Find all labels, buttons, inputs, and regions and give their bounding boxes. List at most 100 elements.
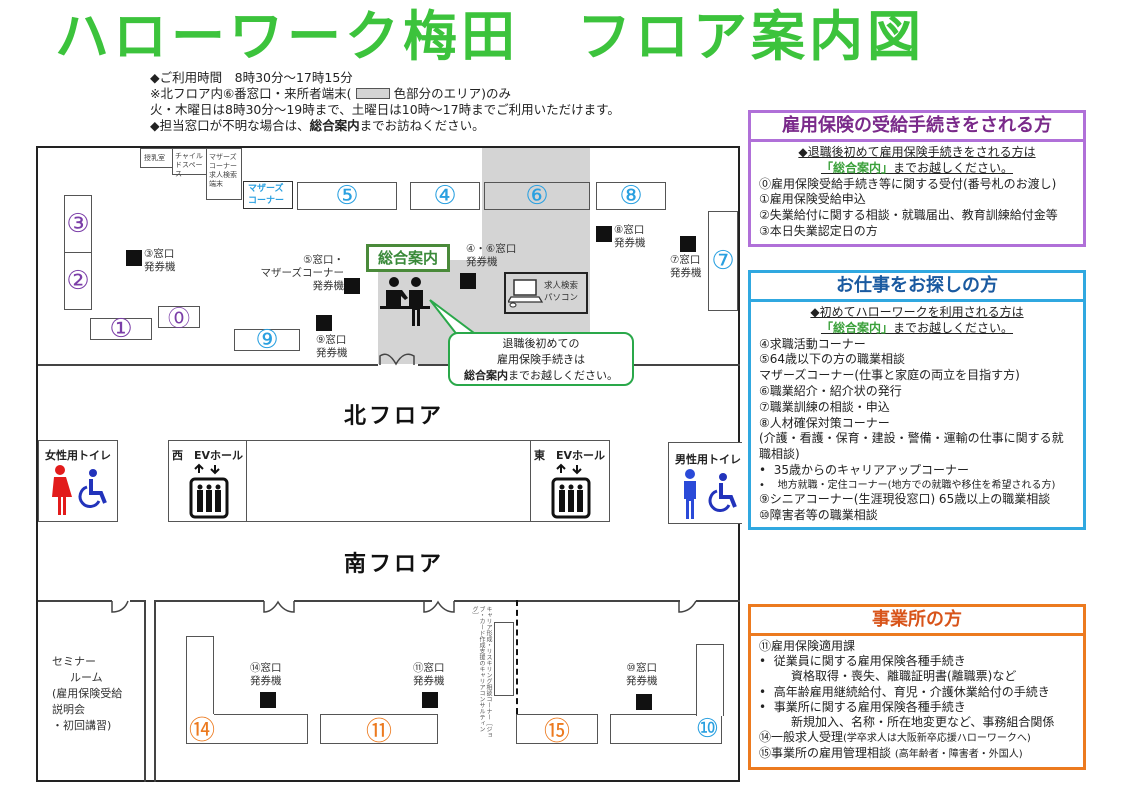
employer-bullet: • 従業員に関する雇用保険各種手続き [759, 654, 966, 669]
counter-7: ⑦ [708, 211, 738, 311]
job-item: マザーズコーナー(仕事と家庭の両立を目指す方) [759, 368, 1020, 383]
job-notice: ◆初めてハローワークを利用される方は [810, 305, 1024, 319]
ticket-machine-11[interactable] [422, 692, 438, 708]
north-floor-label: 北フロア [344, 404, 445, 429]
child-space-label: チャイルドスペース [175, 152, 203, 178]
north-wall-mid [418, 364, 448, 366]
info-desk-sign[interactable]: 総合案内 [366, 244, 450, 272]
counter-14: ⑭ [186, 714, 308, 746]
office-wall [154, 600, 156, 782]
west-ev-label: 西 EVホール [172, 449, 244, 462]
career-corner [494, 622, 514, 696]
ticket-machine-10[interactable] [636, 694, 652, 710]
nursing-room: 授乳室 [140, 148, 174, 168]
ticket-machine-8[interactable] [596, 226, 612, 242]
mothers-terminal-label: マザーズコーナー求人検索端末 [209, 153, 237, 188]
counter-15: ⑮ [516, 714, 598, 747]
job-item: ⑩障害者等の職業相談 [759, 507, 878, 522]
callout-line-1: 退職後初めての [502, 337, 580, 350]
employer-sub: 新規加入、名称・所在地変更など、事務組合関係 [791, 715, 1055, 730]
counter-10: ⑩ [610, 714, 722, 744]
job-bullet: • 35歳からのキャリアアップコーナー [759, 462, 969, 477]
ticket-machine-3[interactable] [126, 250, 142, 266]
mothers-corner-label: マザーズコーナー [248, 184, 285, 206]
pc-label-1: 求人検索 [544, 281, 579, 291]
page-title: ハローワーク梅田 フロア案内図 [55, 5, 925, 68]
ticket-label-14: ⑭窓口発券機 [250, 662, 282, 687]
employers-body: ⑪雇用保険適用課 • 従業員に関する雇用保険各種手続き 資格取得・喪失、離職証明… [748, 636, 1086, 770]
nursing-room-label: 授乳室 [144, 154, 165, 162]
north-hours-note: ※北フロア内⑥番窓口・来所者端末(色部分のエリア)のみ [150, 86, 511, 102]
ticket-machine-9[interactable] [316, 315, 332, 331]
seminar-wall [144, 600, 146, 782]
south-door-3[interactable] [678, 600, 698, 614]
ticket-label-3: ③窓口発券機 [144, 248, 176, 273]
ticket-label-5: ⑤窓口・マザーズコーナー発券機 [260, 254, 344, 292]
callout-line-2: 雇用保険手続きは [497, 353, 585, 366]
south-wall-seg [38, 600, 112, 602]
gray-area-swatch [355, 88, 390, 99]
women-toilet-label: 女性用トイレ [45, 449, 111, 462]
west-ev-hall: 西 EVホール [168, 440, 248, 522]
ticket-machine-14[interactable] [260, 692, 276, 708]
south-door-2[interactable] [422, 600, 456, 616]
job-item: ④求職活動コーナー [759, 336, 866, 351]
ticket-label-11: ⑪窓口発券機 [413, 662, 445, 687]
counter-1: ① [90, 314, 152, 344]
south-wall-seg [454, 600, 680, 602]
men-icon [684, 469, 737, 519]
counter-9: ⑨ [234, 325, 300, 355]
counter-6: ⑥ [484, 181, 590, 211]
insurance-notice-2: 「総合案内」までお越しください。 [820, 160, 1014, 175]
counter-14-top [214, 714, 308, 715]
south-wall-seg [294, 600, 432, 602]
job-bullet: • 地方就職・定住コーナー(地方での就職や移住を希望される方) [759, 479, 1056, 491]
ticket-machine-4-6[interactable] [460, 273, 476, 289]
counter-2: ② [64, 252, 92, 310]
ticket-label-10: ⑩窓口発券機 [626, 662, 658, 687]
elevator-icon [189, 463, 229, 519]
job-item: ⑤64歳以下の方の職業相談 [759, 352, 906, 367]
seminar-door[interactable] [110, 600, 132, 614]
counter-3: ③ [64, 195, 92, 253]
employers-heading: 事業所の方 [748, 604, 1086, 636]
counter-8: ⑧ [596, 181, 666, 211]
floor-plan: 授乳室 チャイルドスペース マザーズコーナー求人検索端末 マザーズコーナー ⑤ … [36, 146, 742, 782]
counter-14-wing [186, 636, 214, 744]
east-ev-hall: 東 EVホール [530, 440, 610, 522]
north-door[interactable] [378, 350, 418, 366]
ticket-label-7: ⑦窓口発券機 [670, 254, 702, 279]
job-search-pc[interactable]: 求人検索パソコン [504, 272, 588, 314]
employer-item: ⑪雇用保険適用課 [759, 639, 856, 653]
pc-label-2: パソコン [544, 293, 579, 303]
insurance-panel: 雇用保険の受給手続きをされる方 ◆退職後初めて雇用保険手続きをされる方は 「総合… [748, 110, 1086, 247]
insurance-item: ⓪雇用保険受給手続き等に関する受付(番号札のお渡し) [759, 176, 1057, 191]
hours-text: ◆ご利用時間 8時30分～17時15分 [150, 70, 353, 85]
women-icon [52, 465, 107, 515]
north-note-pre: ※北フロア内⑥番窓口・来所者端末( [150, 86, 352, 101]
ticket-machine-7[interactable] [680, 236, 696, 252]
mothers-terminal: マザーズコーナー求人検索端末 [206, 148, 242, 200]
women-toilet: 女性用トイレ [38, 440, 118, 522]
callout-line-3: 総合案内までお越しください。 [464, 369, 618, 382]
job-seekers-heading: お仕事をお探しの方 [748, 270, 1086, 302]
counter-5: ⑤ [297, 181, 397, 211]
south-door-1[interactable] [262, 600, 296, 616]
ticket-machine-5[interactable] [344, 278, 360, 294]
job-seekers-panel: お仕事をお探しの方 ◆初めてハローワークを利用される方は 「総合案内」までお越し… [748, 270, 1086, 531]
staff-icon [380, 277, 430, 326]
employer-item: ⑭一般求人受理(学卒求人は大阪新卒応援ハローワークへ) [759, 730, 1031, 745]
north-wall-left [38, 364, 378, 366]
employers-panel: 事業所の方 ⑪雇用保険適用課 • 従業員に関する雇用保険各種手続き 資格取得・喪… [748, 604, 1086, 770]
north-wall-right [634, 364, 740, 366]
guide-bold: 総合案内 [309, 118, 360, 133]
insurance-heading: 雇用保険の受給手続きをされる方 [748, 110, 1086, 142]
job-item: ⑦職業訓練の相談・申込 [759, 399, 890, 414]
child-space: チャイルドスペース [172, 148, 208, 178]
info-callout: 退職後初めての 雇用保険手続きは 総合案内までお越しください。 [448, 332, 634, 386]
counter-11: ⑪ [320, 714, 438, 747]
south-floor-label: 南フロア [344, 552, 445, 577]
guide-text: ◆担当窓口が不明な場合は、総合案内までお訪ねください。 [150, 118, 485, 134]
job-item: (介護・看護・保育・建設・警備・運輸の仕事に関する就職相談) [759, 431, 1064, 462]
south-wall-seg [154, 600, 264, 602]
